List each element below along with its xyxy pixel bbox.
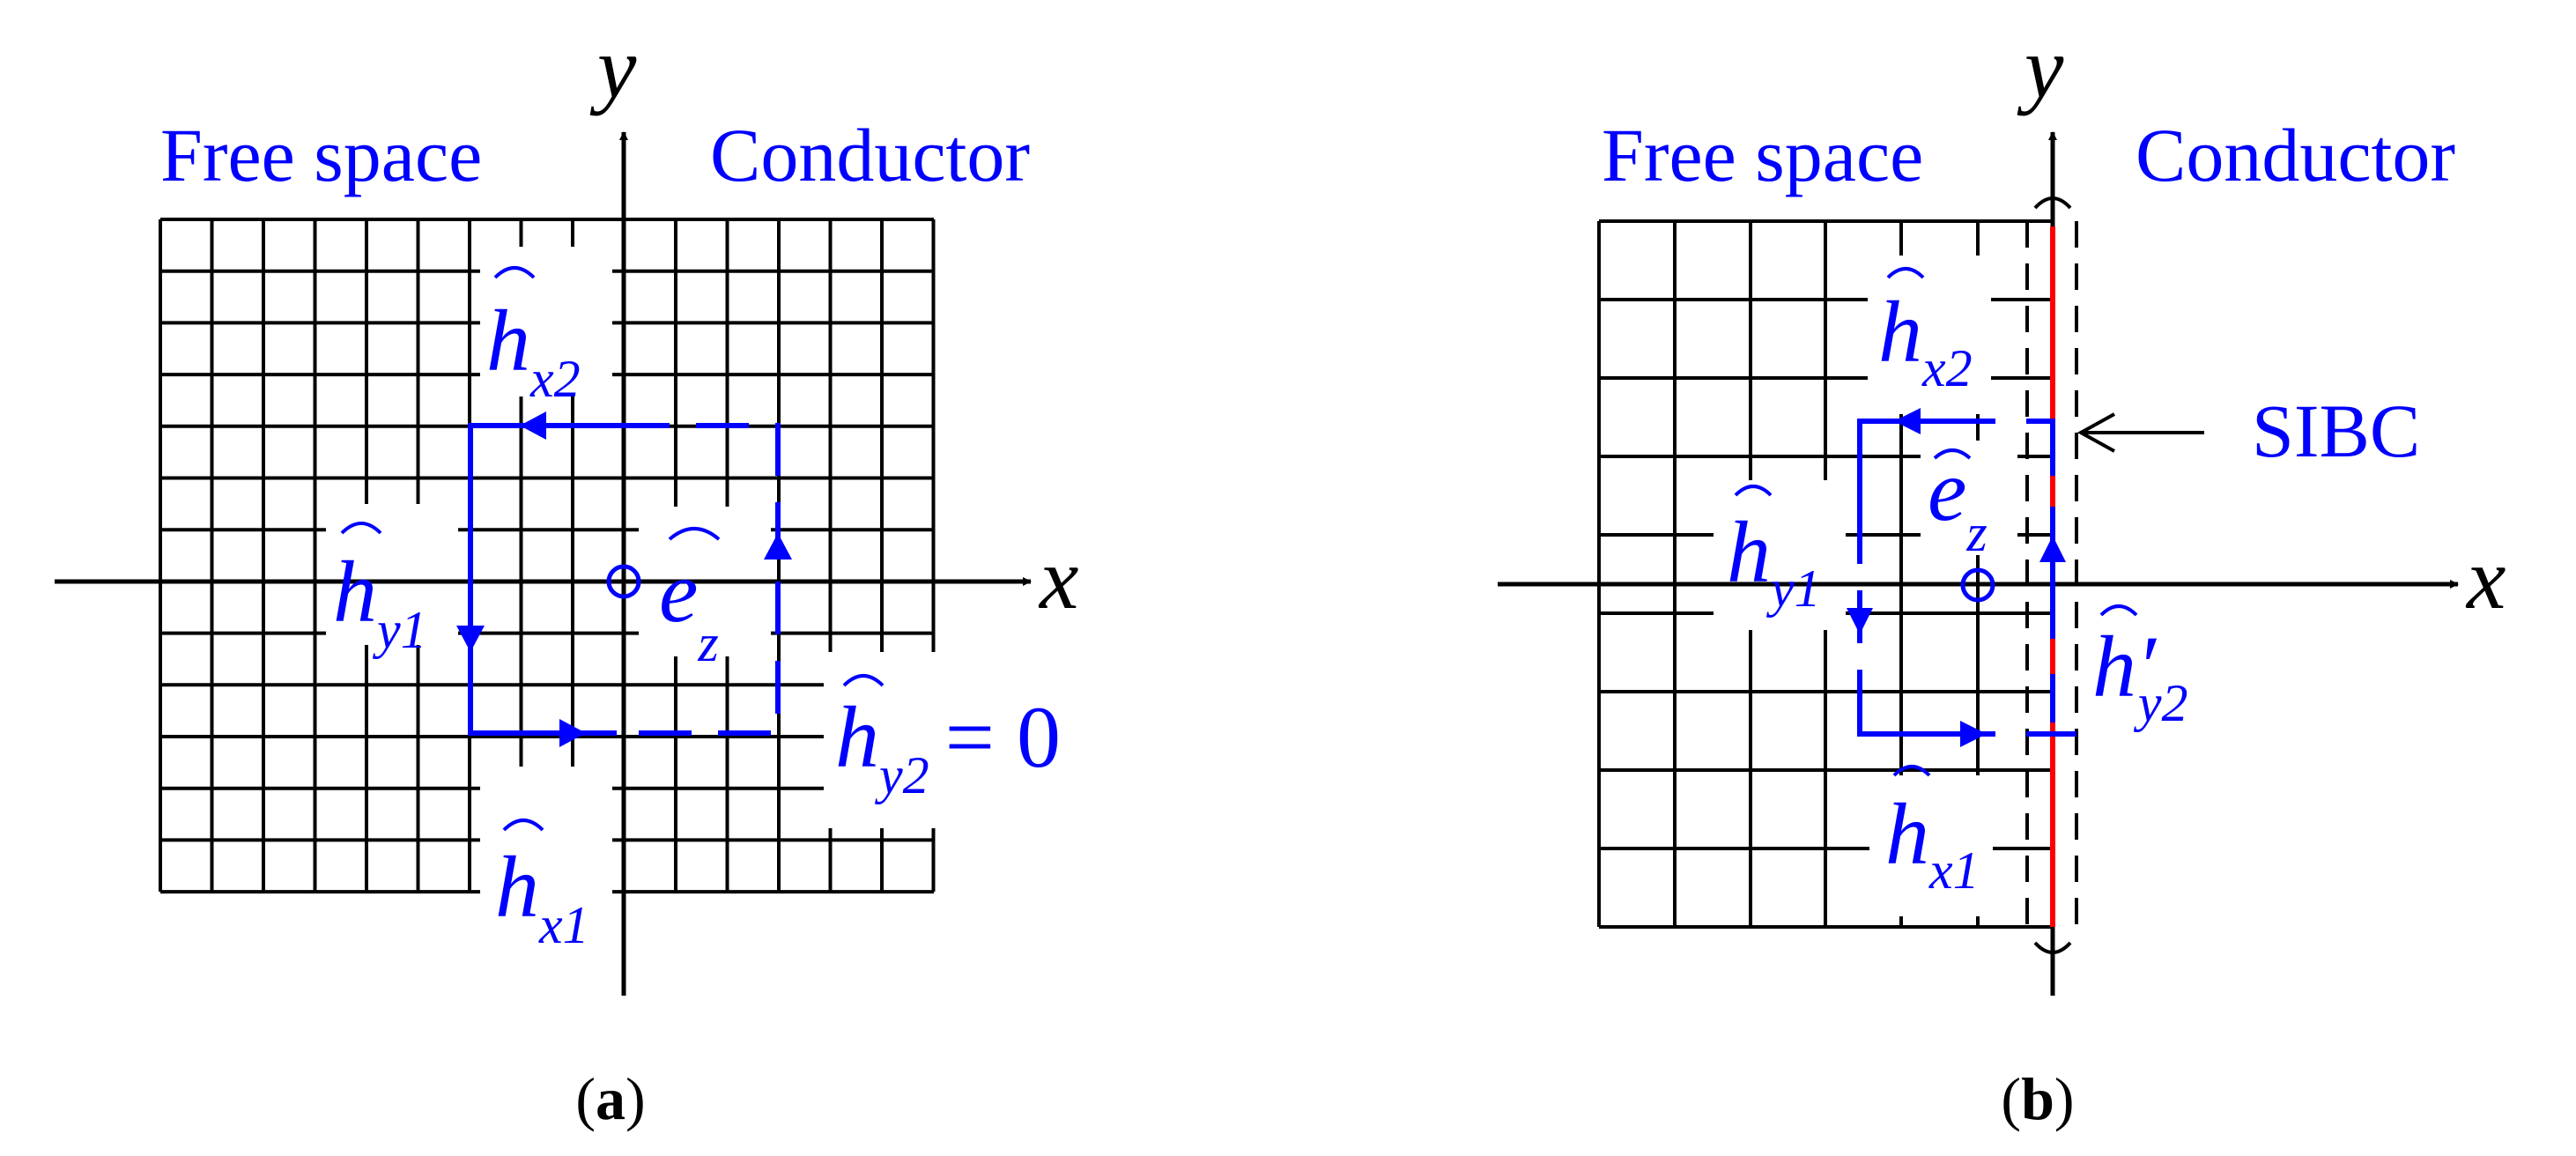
region-label-conductor-b: Conductor <box>2136 113 2455 197</box>
loop-arrows-a <box>456 411 792 747</box>
arrow-left-icon <box>1894 408 1921 434</box>
arrow-left-icon <box>520 411 546 440</box>
label-h-x2-a: hx2 <box>486 266 581 408</box>
arrow-left-icon <box>2076 412 2115 453</box>
region-label-free-space-b: Free space <box>1602 113 1923 197</box>
y-axis-label-a: y <box>589 19 637 116</box>
label-h-y1-b: hy1 <box>1727 485 1821 618</box>
arrow-up-icon <box>2039 536 2066 562</box>
label-e-z-a: ez <box>659 527 721 672</box>
sibc-label: SIBC <box>2252 389 2420 473</box>
label-e-z-b: ez <box>1928 441 1988 562</box>
svg-text:hx1: hx1 <box>495 838 589 954</box>
svg-text:hx1: hx1 <box>1885 785 1980 900</box>
svg-text:ez: ez <box>1928 441 1988 562</box>
label-masks-b <box>1714 256 2017 916</box>
ez-node-icon <box>606 564 641 599</box>
svg-text:h′y2: h′y2 <box>2092 618 2188 732</box>
x-axis-label-b: x <box>2465 530 2506 627</box>
panel-a: x y Free space Conductor hx2 hy1 ez <box>55 19 1123 1132</box>
svg-text:hx2: hx2 <box>486 292 581 408</box>
svg-text:hx2: hx2 <box>1878 283 1973 397</box>
label-h-x2-b: hx2 <box>1878 267 1973 397</box>
arrow-right-icon <box>559 719 586 747</box>
ez-node-icon <box>1960 567 1995 603</box>
region-label-free-space-a: Free space <box>160 113 482 197</box>
arrow-down-icon <box>1847 608 1873 634</box>
label-h-x1-a: hx1 <box>495 819 589 954</box>
y-axis-label-b: y <box>2017 19 2064 116</box>
label-h-y2-a: hy2= 0 <box>835 674 1061 804</box>
region-label-conductor-a: Conductor <box>710 113 1030 197</box>
svg-text:hy1: hy1 <box>1727 503 1821 618</box>
x-axis-label-a: x <box>1038 530 1078 627</box>
loop-arrows-b <box>1847 408 2066 747</box>
caption-b: (b) <box>2001 1065 2074 1132</box>
label-h-y2-prime-b: h′y2 <box>2092 604 2188 732</box>
caption-a: (a) <box>575 1065 645 1132</box>
svg-text:hy2= 0: hy2= 0 <box>835 688 1061 804</box>
panel-b: x y SIBC Free space Conductor hx2 <box>1498 19 2506 1132</box>
arrow-down-icon <box>456 626 485 652</box>
label-h-y1-a: hy1 <box>333 522 427 659</box>
svg-text:ez: ez <box>659 543 719 672</box>
label-h-x1-b: hx1 <box>1885 765 1980 900</box>
arrow-up-icon <box>764 533 792 559</box>
svg-text:hy1: hy1 <box>333 543 427 659</box>
arrow-right-icon <box>1960 721 1987 747</box>
